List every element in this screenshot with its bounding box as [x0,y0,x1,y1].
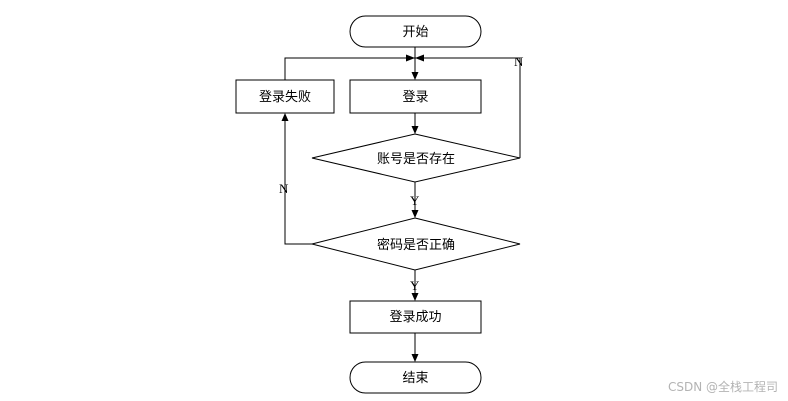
watermark: CSDN @全栈工程司 [668,379,778,394]
edge-label-account-yes: Y [410,193,420,208]
login-success-node: 登录成功 [349,300,482,334]
edge-label-password-no: N [279,181,289,196]
edge-failed-to-login [284,57,415,80]
arrow-into-end [411,354,419,362]
arrow-into-login [411,72,419,80]
end-label: 结束 [402,371,428,386]
arrow-into-login-failed [281,113,289,121]
password-correct-decision: 密码是否正确 [311,217,521,271]
login-failed-label: 登录失败 [259,90,311,105]
arrow-into-password [411,210,419,218]
login-node: 登录 [349,79,482,114]
arrow-into-account [411,126,419,134]
arrow-into-login-success [411,293,419,301]
account-exists-decision: 账号是否存在 [311,133,521,183]
edge-label-account-no: N [514,54,524,69]
end-node: 结束 [349,361,482,394]
edge-label-password-yes: Y [410,278,420,293]
arrow-account-no [415,54,424,62]
password-correct-label: 密码是否正确 [377,237,455,253]
login-failed-node: 登录失败 [235,79,335,114]
login-label: 登录 [402,90,428,105]
edge-account-no-loop [415,57,521,158]
edge-password-no [284,120,312,245]
start-node: 开始 [349,15,482,48]
account-exists-label: 账号是否存在 [377,152,455,167]
login-success-label: 登录成功 [389,310,441,325]
start-label: 开始 [402,25,428,40]
arrow-failed-to-login [406,54,415,62]
